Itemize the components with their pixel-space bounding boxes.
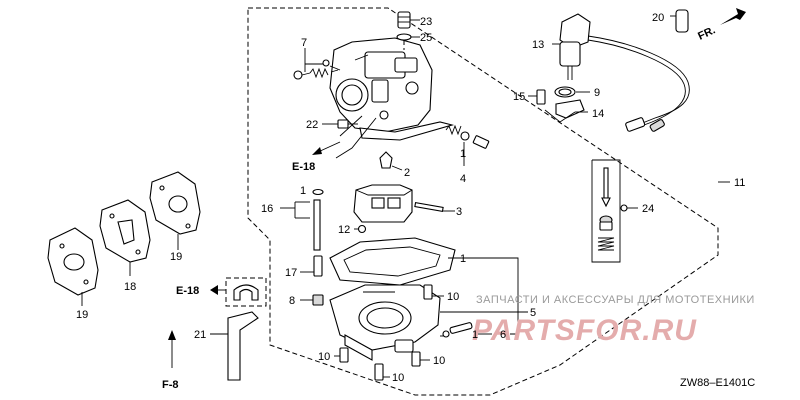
callout-10b: 10 — [318, 351, 330, 363]
callout-10d: 10 — [392, 372, 404, 384]
callout-12: 12 — [338, 224, 350, 236]
part-12-screw — [354, 224, 367, 234]
callout-25: 25 — [420, 32, 432, 44]
part-19-gasket-right — [149, 171, 201, 250]
callout-9: 9 — [594, 87, 600, 99]
watermark-brand: PARTSFOR.RU — [472, 314, 697, 347]
callout-labels: 23 25 7 22 1 4 2 3 12 1 16 17 8 1 10 5 1… — [76, 12, 745, 384]
e18-ref-box — [210, 277, 267, 307]
part-1-4-pilot-screw — [445, 124, 490, 166]
part-18-gasket — [99, 199, 151, 276]
callout-24: 24 — [642, 203, 654, 215]
callout-2: 2 — [404, 167, 410, 179]
part-6-drain-screw — [440, 322, 492, 338]
callout-7: 7 — [301, 37, 307, 49]
callout-6: 6 — [500, 329, 506, 341]
part-13-solenoid — [552, 13, 591, 80]
reference-labels: E-18 E-18 F-8 FR. ZW88–E1401C — [162, 24, 755, 391]
callout-18: 18 — [124, 281, 136, 293]
callout-1d: 1 — [472, 329, 478, 341]
watermark-tagline: ЗАПЧАСТИ И АКСЕССУАРЫ ДЛЯ МОТОТЕХНИКИ — [476, 294, 755, 306]
diagram-code: ZW88–E1401C — [680, 377, 755, 389]
float-gasket — [329, 237, 456, 286]
callout-leaders — [440, 181, 730, 313]
part-20-clip — [670, 9, 689, 33]
part-2-needle-valve — [379, 151, 403, 171]
ref-e18-middle: E-18 — [176, 285, 199, 297]
part-16-rod — [280, 188, 324, 251]
part-21-hose — [210, 311, 259, 381]
ref-f8: F-8 — [162, 379, 179, 391]
ref-e18-top: E-18 — [292, 161, 315, 173]
carburetor-body-upper — [329, 37, 455, 159]
f8-ref-arrow — [168, 330, 176, 368]
callout-3: 3 — [456, 206, 462, 218]
callout-4: 4 — [460, 173, 466, 185]
callout-19-right: 19 — [170, 251, 182, 263]
e18-ref-arrow-top — [312, 141, 341, 155]
callout-16: 16 — [261, 203, 273, 215]
part-19-gasket-left — [47, 227, 99, 306]
part-10-screws — [334, 284, 444, 381]
callout-13: 13 — [532, 39, 544, 51]
part-3-float — [353, 184, 455, 223]
callout-23: 23 — [420, 16, 432, 28]
callout-10a: 10 — [447, 291, 459, 303]
watermark: ЗАПЧАСТИ И АКСЕССУАРЫ ДЛЯ МОТОТЕХНИКИ PA… — [472, 294, 755, 347]
part-8-main-jet — [300, 294, 324, 306]
callout-1a: 1 — [460, 148, 466, 160]
part-22-screw — [322, 119, 358, 129]
part-25-washer — [396, 33, 420, 50]
callout-10c: 10 — [433, 355, 445, 367]
callout-8: 8 — [289, 295, 295, 307]
assembly-outline — [247, 7, 719, 396]
callout-17: 17 — [285, 267, 297, 279]
part-23-jet — [397, 11, 420, 29]
callout-11: 11 — [734, 177, 745, 189]
callout-20: 20 — [652, 12, 664, 24]
part-14-bracket — [544, 99, 588, 123]
part-15-screw — [528, 89, 546, 105]
part-24-jet-kit — [591, 159, 638, 263]
callout-1b: 1 — [300, 185, 306, 197]
callout-21: 21 — [194, 329, 206, 341]
callout-14: 14 — [592, 108, 604, 120]
front-direction-arrow — [720, 8, 746, 25]
part-9-oring — [554, 86, 590, 98]
callout-5: 5 — [530, 307, 536, 319]
callout-19-left: 19 — [76, 309, 88, 321]
solenoid-wire — [587, 35, 690, 132]
part-7-screw-spring — [293, 48, 339, 80]
part-17-emulsion-tube — [300, 255, 323, 277]
carburetor-body-lower — [329, 284, 441, 361]
callout-1c: 1 — [460, 253, 466, 265]
callout-22: 22 — [306, 119, 318, 131]
front-direction-label: FR. — [696, 24, 717, 42]
callout-15: 15 — [513, 91, 525, 103]
